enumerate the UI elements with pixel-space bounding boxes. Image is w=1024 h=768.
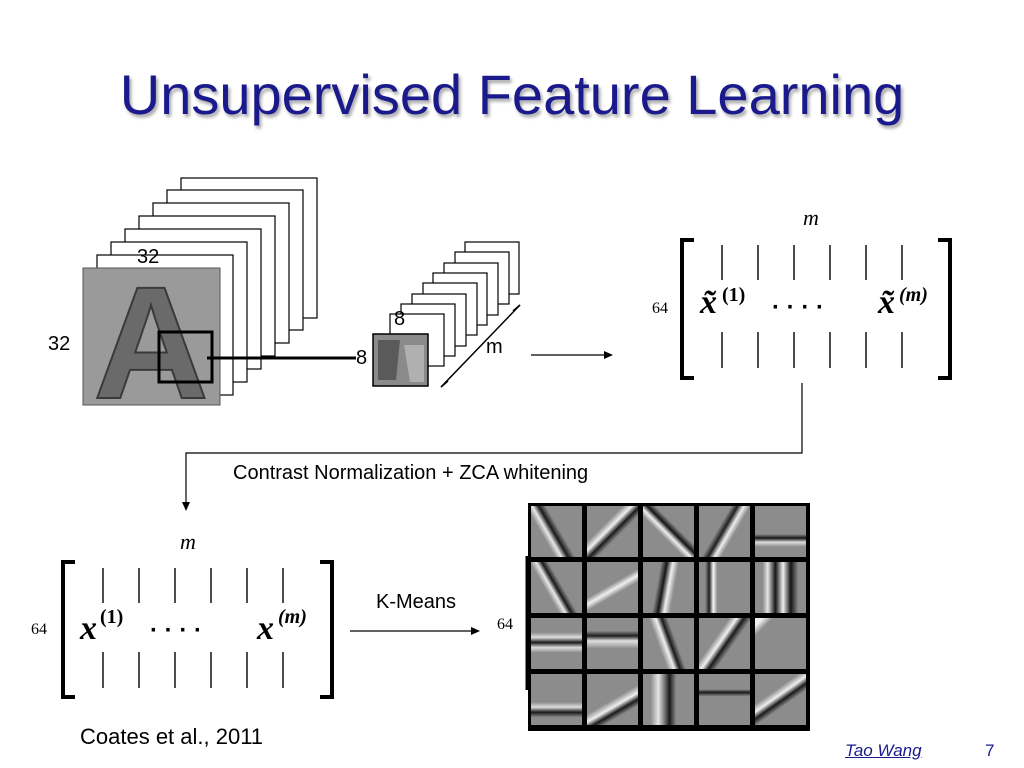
patch-width-label: 8 [394, 308, 405, 331]
filter-tile [699, 618, 750, 669]
filter-tile [699, 562, 750, 613]
raw-rows-label: 64 [31, 621, 47, 639]
raw-cols-label: m [180, 529, 196, 555]
whitened-last-sup: (m) [899, 284, 928, 307]
filter-tile [755, 506, 806, 557]
filter-tile [699, 506, 750, 557]
page-number: 7 [985, 741, 994, 761]
learned-filters-grid [528, 503, 810, 731]
whitened-last-col: x̃ [878, 284, 895, 322]
filter-tile [531, 506, 582, 557]
filters-rows-label: 64 [497, 616, 513, 634]
bracket-left [63, 562, 75, 697]
arrow-head [604, 351, 613, 359]
whitening-connector [186, 383, 802, 503]
filter-tile [531, 562, 582, 613]
whitened-cols-label: m [803, 205, 819, 231]
bracket-right [938, 240, 950, 378]
raw-first-col: x [80, 610, 97, 648]
bracket-left [682, 240, 694, 378]
filter-tile [643, 562, 694, 613]
raw-last-col: x [257, 610, 274, 648]
bracket-right [320, 562, 332, 697]
raw-first-sup: (1) [100, 606, 123, 629]
filter-tile [531, 618, 582, 669]
filter-tile [643, 674, 694, 725]
raw-dots: · · · · [150, 617, 202, 645]
raw-last-sup: (m) [278, 606, 307, 629]
connector-arrow-head [182, 502, 190, 511]
filter-tile [587, 674, 638, 725]
filter-tile [587, 618, 638, 669]
patch-count-label: m [486, 336, 503, 359]
patch-height-label: 8 [356, 347, 367, 370]
filter-tile [755, 618, 806, 669]
filter-tile [587, 506, 638, 557]
image-width-label: 32 [137, 246, 159, 269]
filter-tile [699, 674, 750, 725]
letter-a-glyph: A [93, 253, 209, 432]
whitened-rows-label: 64 [652, 300, 668, 318]
kmeans-label: K-Means [376, 591, 456, 614]
filter-tile [643, 506, 694, 557]
image-height-label: 32 [48, 333, 70, 356]
m-brace-tick [441, 381, 448, 387]
filter-tile [587, 562, 638, 613]
whitened-first-sup: (1) [722, 284, 745, 307]
m-brace-tick [513, 305, 520, 311]
whitened-dots: · · · · [772, 294, 824, 322]
author-link[interactable]: Tao Wang [845, 741, 922, 761]
filter-tile [755, 562, 806, 613]
citation: Coates et al., 2011 [80, 724, 263, 750]
kmeans-arrow-head [471, 627, 480, 635]
whitened-first-col: x̃ [700, 284, 717, 322]
filter-tile [643, 618, 694, 669]
filter-tile [531, 674, 582, 725]
whitening-step-label: Contrast Normalization + ZCA whitening [233, 462, 588, 485]
filter-tile [755, 674, 806, 725]
